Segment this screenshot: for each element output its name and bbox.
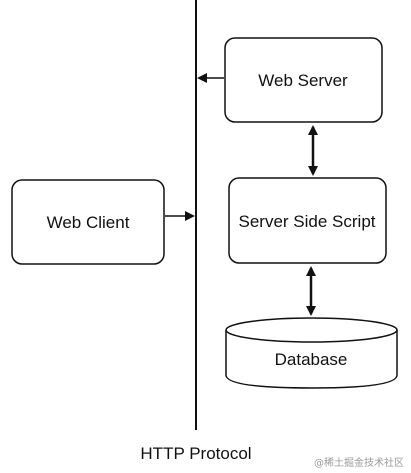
watermark-text: @稀土掘金技术社区 xyxy=(314,456,404,469)
web-server-node: Web Server xyxy=(224,37,383,123)
database-node: Database xyxy=(225,317,398,389)
web-server-label: Web Server xyxy=(258,71,348,90)
database-label: Database xyxy=(275,350,348,369)
web-client-node: Web Client xyxy=(11,179,165,265)
http-protocol-label: HTTP Protocol xyxy=(140,444,251,463)
server-side-script-label: Server Side Script xyxy=(239,212,376,231)
server-side-script-node: Server Side Script xyxy=(228,177,387,264)
web-client-label: Web Client xyxy=(47,213,130,232)
